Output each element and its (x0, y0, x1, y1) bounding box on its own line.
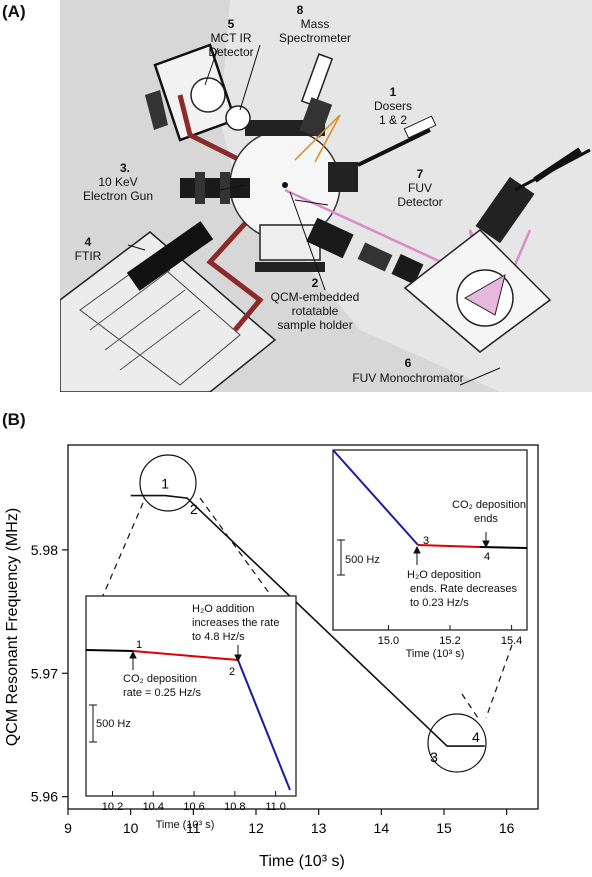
label-3-number: 3. (120, 161, 130, 175)
inset-right-frame (332, 449, 528, 631)
mass-spectrometer (225, 53, 334, 138)
inset-x-tick-label: 10.8 (224, 801, 245, 813)
inset-x-tick-label: 11.0 (265, 801, 286, 813)
main-point-label-2: 2 (190, 501, 198, 517)
x-tick-label: 11 (186, 820, 201, 836)
inset-left-h2o-line3: to 4.8 Hz/s (192, 631, 245, 643)
label-6-line1: FUV Monochromator (352, 371, 463, 385)
inset-right-co2-line2: ends (474, 513, 498, 525)
main-point-label-1: 1 (161, 476, 169, 492)
label-4-line1: FTIR (75, 249, 102, 263)
y-tick-label: 5.97 (31, 665, 58, 681)
inset-right-h2o-line2: ends. Rate decreases (410, 583, 518, 595)
main-plot-frame (67, 444, 539, 810)
electron-gun (180, 172, 250, 204)
inset-left-point-1: 1 (136, 639, 142, 651)
y-tick-label: 5.98 (31, 542, 58, 558)
inset-left-h2o-line2: increases the rate (192, 617, 279, 629)
inset-x-tick-label: 10.2 (102, 801, 123, 813)
label-5-number: 5 (228, 17, 235, 31)
inset-left-frame (85, 595, 297, 797)
inset-left-arrows (129, 645, 242, 670)
inset-left-scale-bar (89, 704, 97, 743)
label-8-number: 8 (297, 3, 304, 17)
label-1-line1: Dosers (374, 99, 412, 113)
label-7-number: 7 (417, 167, 424, 181)
inset-right-co2-line1: CO₂ deposition (452, 499, 526, 511)
x-tick-label: 15 (436, 820, 452, 836)
x-tick-label: 14 (374, 820, 390, 836)
dosers (294, 114, 341, 163)
inset-right-h2o-line3: to 0.23 Hz/s (410, 597, 469, 609)
panel-b-label: (B) (2, 410, 26, 429)
label-3-line1: 10 KeV (98, 175, 137, 189)
inset-right-curve (332, 449, 528, 549)
sample-holder-marker (282, 182, 288, 188)
inset-right-scale-label: 500 Hz (345, 554, 380, 566)
main-x-axis-label: Time (10³ s) (259, 853, 345, 870)
y-tick-label: 5.96 (31, 789, 58, 805)
label-1-number: 1 (390, 85, 397, 99)
label-4-number: 4 (85, 235, 92, 249)
zoom-circle-1-2 (139, 454, 197, 512)
inset-left-x-label: Time (10³ s) (156, 819, 215, 831)
panel-a-label: (A) (2, 2, 26, 21)
inset-right-x-label: Time (10³ s) (406, 648, 465, 660)
fuv-monochromator (403, 147, 591, 353)
label-3-line2: Electron Gun (83, 189, 153, 203)
main-point-label-4: 4 (472, 729, 480, 745)
main-y-axis-label: QCM Resonant Frequency (MHz) (4, 508, 21, 746)
apparatus-schematic: 5 MCT IR Detector 8 Mass Spectrometer 1 … (60, 0, 592, 392)
x-tick-label: 12 (248, 820, 264, 836)
ftir-unit (60, 221, 277, 392)
mct-ir-detector (145, 43, 237, 142)
fuv-detector (328, 115, 437, 192)
x-tick-label: 16 (499, 820, 515, 836)
inset-left-curve (85, 649, 291, 791)
zoom-connectors (101, 497, 513, 719)
label-2-line2: rotatable (292, 304, 339, 318)
label-7-line1: FUV (408, 181, 432, 195)
label-2-line3: sample holder (277, 318, 352, 332)
zoom-circle-3-4 (427, 713, 487, 773)
inset-right-arrows (413, 532, 490, 565)
inset-left-co2-line1: CO₂ deposition (123, 673, 197, 685)
main-curve (130, 494, 485, 747)
inset-left-co2-line2: rate = 0.25 Hz/s (123, 687, 201, 699)
inset-left-point-2: 2 (229, 666, 235, 678)
inset-x-tick-label: 15.4 (501, 635, 522, 647)
label-2-number: 2 (312, 276, 319, 290)
main-point-label-3: 3 (430, 749, 438, 765)
label-6-number: 6 (405, 356, 412, 370)
inset-right-point-4: 4 (484, 551, 490, 563)
inset-right-h2o-line1: H₂O deposition (407, 569, 481, 581)
label-8-line2: Spectrometer (279, 31, 351, 45)
x-tick-label: 10 (123, 820, 139, 836)
label-7-line2: Detector (397, 195, 442, 209)
inset-right-scale-bar (337, 539, 345, 576)
label-8-line1: Mass (301, 17, 330, 31)
fuv-beamline (306, 217, 424, 285)
inset-left-scale-label: 500 Hz (96, 718, 131, 730)
leader-lines (127, 44, 501, 386)
inset-x-tick-label: 15.2 (439, 635, 460, 647)
inset-right-point-3: 3 (423, 535, 429, 547)
inset-x-tick-label: 15.0 (378, 635, 399, 647)
inset-x-tick-label: 10.4 (143, 801, 164, 813)
label-5-line2: Detector (208, 45, 253, 59)
label-5-line1: MCT IR (210, 31, 251, 45)
inset-left-h2o-line1: H₂O addition (192, 603, 254, 615)
label-2-line1: QCM-embedded (271, 290, 360, 304)
label-1-line2: 1 & 2 (379, 113, 407, 127)
inset-x-tick-label: 10.6 (183, 801, 204, 813)
x-tick-label: 9 (64, 820, 72, 836)
x-tick-label: 13 (311, 820, 327, 836)
